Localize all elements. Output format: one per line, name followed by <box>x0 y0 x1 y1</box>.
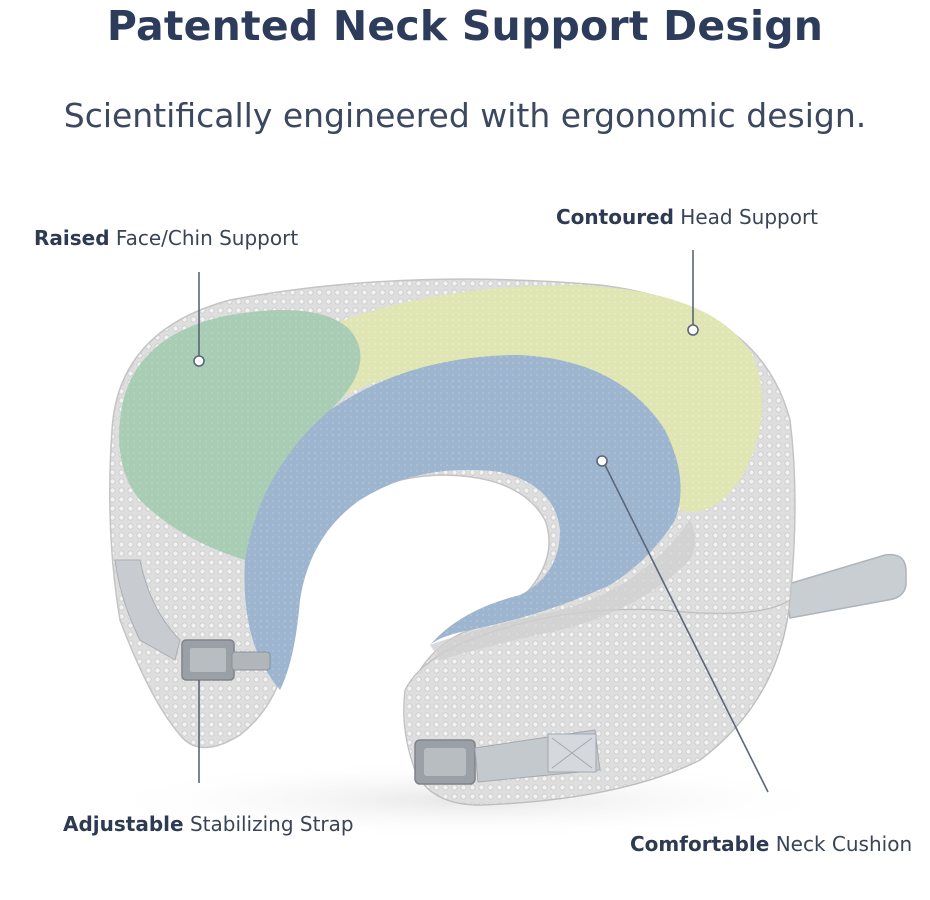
callout-head-support-bold: Contoured <box>556 205 674 229</box>
callout-neck-cushion: Comfortable Neck Cushion <box>630 832 912 856</box>
leader-line-neck-cushion <box>602 460 769 793</box>
callout-face-chin-support: Raised Face/Chin Support <box>34 226 298 250</box>
page-subtitle: Scientifically engineered with ergonomic… <box>63 96 867 135</box>
callout-strap-text: Stabilizing Strap <box>183 812 354 836</box>
callout-head-support: Contoured Head Support <box>556 205 818 229</box>
zone-face-chin-support <box>119 310 361 560</box>
callout-neck-cushion-text: Neck Cushion <box>769 832 913 856</box>
callout-strap-bold: Adjustable <box>63 812 184 836</box>
buckle-right <box>414 729 601 785</box>
zone-head-support <box>320 285 763 512</box>
page-title: Patented Neck Support Design <box>106 2 824 50</box>
strap-loop <box>784 553 907 619</box>
dot-face-chin <box>193 355 205 367</box>
dot-head-support <box>687 324 699 336</box>
buckle-left <box>114 559 271 681</box>
dot-neck-cushion <box>596 455 608 467</box>
callout-neck-cushion-bold: Comfortable <box>630 832 770 856</box>
callout-face-chin-text: Face/Chin Support <box>109 226 299 250</box>
callout-head-support-text: Head Support <box>673 205 819 229</box>
callout-face-chin-bold: Raised <box>34 226 110 250</box>
fabric-band <box>430 520 695 660</box>
callout-stabilizing-strap: Adjustable Stabilizing Strap <box>63 812 354 836</box>
zone-neck-cushion <box>244 355 681 690</box>
